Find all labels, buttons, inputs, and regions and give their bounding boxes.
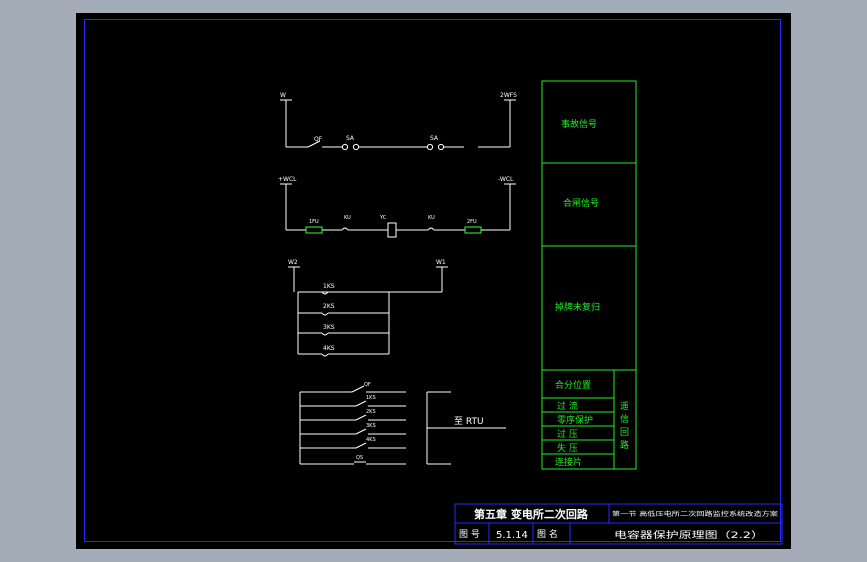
panel-item-zero-sequence: 零序保护 <box>557 414 593 426</box>
panel-item-undervoltage: 失 压 <box>557 442 578 454</box>
title-drawing-no: 5.1.14 <box>496 530 528 541</box>
rtu-contact-label-4ks: 4KS <box>366 437 376 443</box>
fuse-label-1fu: 1FU <box>309 219 319 225</box>
contact-label-qf: QF <box>314 136 323 143</box>
contact-label-2ks: 2KS <box>323 303 335 310</box>
panel-item-open-close-position: 合分位置 <box>555 379 591 391</box>
title-drawing-name: 电容器保护原理图（2.2） <box>614 529 764 541</box>
panel-section-flag-not-reset: 掉牌未复归 <box>555 301 600 313</box>
circuit-row-3 <box>288 266 448 357</box>
relay-label-ku-1: KU <box>344 215 351 221</box>
circuit-row-2 <box>280 183 516 238</box>
fuse-2fu <box>464 226 482 234</box>
contact-label-sa-1: SA <box>346 135 355 142</box>
panel-remote-char-3: 回 <box>620 427 629 438</box>
contact-label-4ks: 4KS <box>323 345 335 352</box>
panel-remote-char-4: 路 <box>620 439 629 451</box>
panel-remote-char-2: 信 <box>620 413 629 425</box>
rtu-contact-label-qf: QF <box>364 382 371 388</box>
cad-viewport: W 2WFS QF SA SA +WCL -WCL 1FU KU YC KU <box>76 13 791 549</box>
panel-item-overcurrent: 过 流 <box>557 400 578 412</box>
panel-section-accident-signal: 事故信号 <box>561 118 597 130</box>
bus-label-pos-wcl: +WCL <box>278 176 297 183</box>
rtu-contact-label-qs: QS <box>356 455 363 461</box>
fuse-label-2fu: 2FU <box>467 219 477 225</box>
bus-label-neg-wcl: -WCL <box>498 176 514 183</box>
drawing-frame <box>84 19 781 542</box>
panel-item-link-plate: 连接片 <box>555 456 582 468</box>
bus-label-w: W <box>280 92 286 99</box>
bus-label-w2: W2 <box>288 259 298 266</box>
rtu-contact-label-3ks: 3KS <box>366 423 376 429</box>
rtu-contact-label-1ks: 1KS <box>366 395 376 401</box>
rtu-contact-label-2ks: 2KS <box>366 409 376 415</box>
side-panel <box>541 80 637 470</box>
circuit-row-1 <box>280 99 516 151</box>
coil-label-yc: YC <box>379 215 387 221</box>
bus-label-2wfs: 2WFS <box>500 92 517 99</box>
panel-remote-char-1: 遥 <box>620 400 629 412</box>
circuit-row-4 <box>299 385 506 465</box>
title-drawing-no-label: 图 号 <box>459 529 480 540</box>
fuse-1fu <box>305 226 323 234</box>
contact-label-sa-2: SA <box>430 135 439 142</box>
contact-label-3ks: 3KS <box>323 324 335 331</box>
title-block <box>454 503 783 545</box>
schematic-drawing: W 2WFS QF SA SA +WCL -WCL 1FU KU YC KU <box>278 80 783 545</box>
relay-label-ku-2: KU <box>428 215 435 221</box>
rtu-destination-label: 至 RTU <box>454 416 484 427</box>
contact-label-1ks: 1KS <box>323 283 335 290</box>
title-section-note: 第一节 高低压电所二次回路监控系统改造方案 <box>612 510 778 518</box>
bus-label-w1: W1 <box>436 259 446 266</box>
title-chapter: 第五章 变电所二次回路 <box>474 507 589 521</box>
panel-item-overvoltage: 过 压 <box>557 428 578 440</box>
title-drawing-name-label: 图 名 <box>537 528 558 540</box>
panel-section-closing-signal: 合闸信号 <box>563 197 599 209</box>
